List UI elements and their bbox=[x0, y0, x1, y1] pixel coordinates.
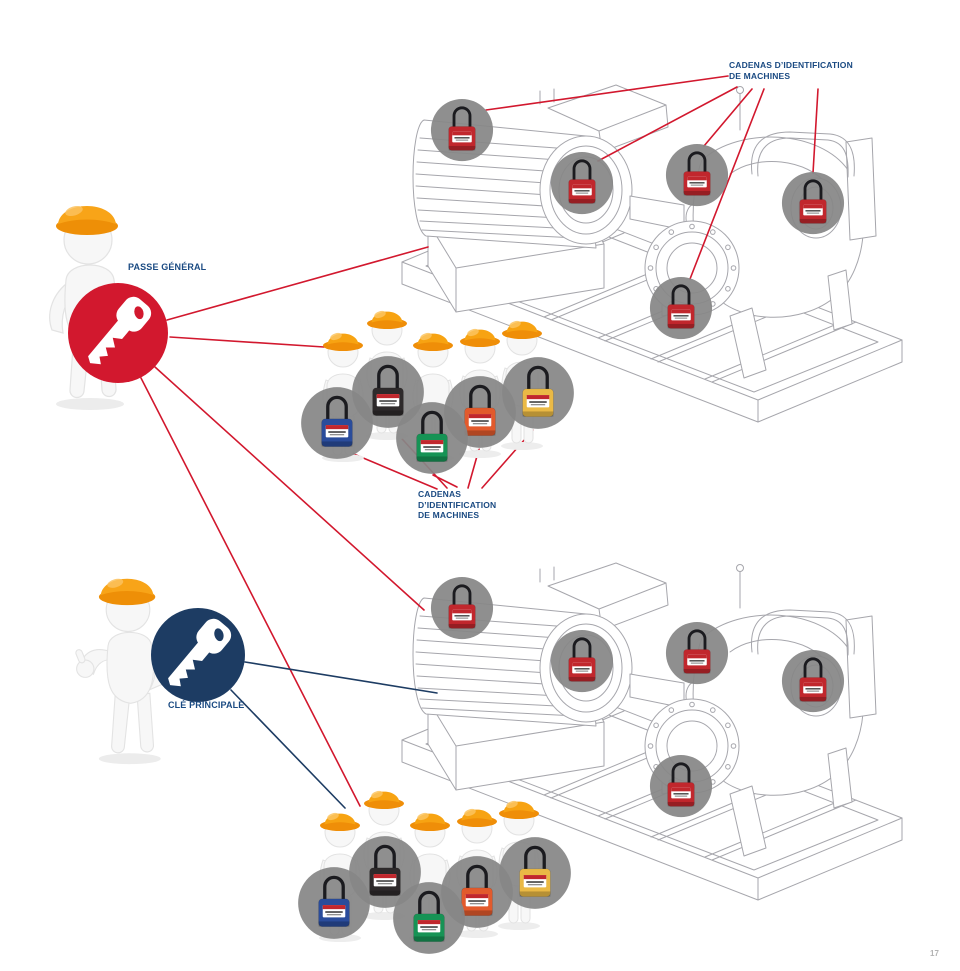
line-principal-to-crew-bottom bbox=[230, 689, 346, 809]
line-master-to-crew-top bbox=[169, 336, 325, 348]
machine-padlock-9 bbox=[780, 648, 846, 714]
line-toplabel-to-lock5 bbox=[689, 88, 765, 280]
machine-padlock-8 bbox=[664, 620, 730, 686]
machine-locks-label-top-line2: DE MACHINES bbox=[729, 70, 791, 81]
line-master-to-machine-bottom bbox=[154, 366, 425, 611]
line-master-to-crew-bottom bbox=[140, 377, 361, 807]
machine-locks-label-middle: CADENAS D’IDENTIFICATION DE MACHINES bbox=[418, 489, 496, 521]
machine-padlock-5 bbox=[648, 275, 714, 341]
line-toplabel-to-lock3 bbox=[703, 88, 753, 147]
principal-key-icon bbox=[168, 618, 232, 687]
worker-crew-bottom bbox=[298, 790, 571, 954]
navy-connector-lines bbox=[230, 661, 438, 809]
line-greenlock-to-midlabel bbox=[432, 474, 458, 488]
master-key-icon bbox=[88, 296, 152, 365]
line-toplabel-to-lock1 bbox=[485, 75, 729, 111]
page-number: 17 bbox=[930, 949, 939, 958]
master-key-label: PASSE GÉNÉRAL bbox=[128, 262, 207, 272]
line-principal-to-machine-bottom bbox=[244, 661, 438, 694]
master-key-badge bbox=[68, 283, 168, 383]
machine-padlock-2 bbox=[549, 150, 615, 216]
line-master-to-machine-top bbox=[166, 246, 429, 321]
machine-locks-label-middle-line3: DE MACHINES bbox=[418, 510, 480, 520]
machine-locks-label-middle-line2: D’IDENTIFICATION bbox=[418, 499, 497, 510]
principal-key-badge bbox=[151, 608, 245, 702]
machine-padlock-4 bbox=[780, 170, 846, 236]
machine-padlock-10 bbox=[648, 753, 714, 819]
machine-locks-label-top-line1: CADENAS D’IDENTIFICATION bbox=[729, 60, 853, 70]
principal-key-label: CLÉ PRINCIPALE bbox=[168, 700, 245, 710]
machine-locks-label-middle-line1: CADENAS bbox=[418, 489, 462, 499]
machine-locks-label-top: CADENAS D’IDENTIFICATION DE MACHINES bbox=[729, 60, 853, 81]
line-toplabel-to-lock2 bbox=[597, 86, 738, 162]
principal-key-mascot bbox=[74, 576, 166, 765]
line-toplabel-to-lock4 bbox=[812, 88, 819, 174]
machine-padlock-7 bbox=[549, 628, 615, 694]
machine-padlock-3 bbox=[664, 142, 730, 208]
worker-crew-top bbox=[301, 310, 574, 474]
machine-padlock-6 bbox=[429, 575, 495, 641]
machine-padlock-1 bbox=[429, 97, 495, 163]
